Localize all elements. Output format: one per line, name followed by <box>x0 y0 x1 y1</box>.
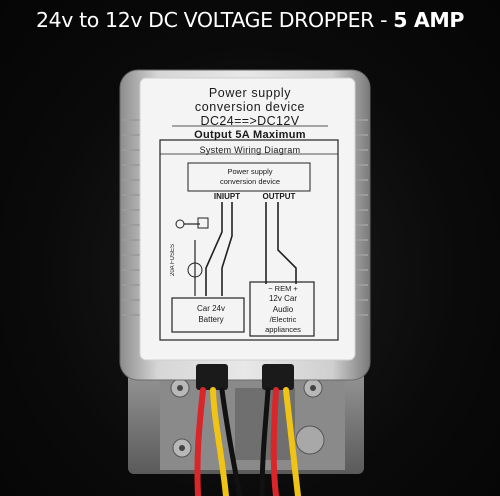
device-base <box>128 362 364 474</box>
label-line-2: conversion device <box>194 100 306 114</box>
label-line-1: Power supply <box>208 86 292 100</box>
wire-glands <box>196 364 294 390</box>
battery-line-2: Battery <box>198 315 224 324</box>
device-label <box>139 77 356 361</box>
load-icon <box>249 281 315 337</box>
load-line-2: Audio <box>272 305 294 314</box>
battery-line-1: Car 24v <box>196 304 225 313</box>
inner-line-1: Power supply <box>227 167 273 176</box>
input-label: INIUPT <box>213 192 241 201</box>
inner-line-2: conversion device <box>219 177 281 186</box>
rem-label: − REM + <box>268 284 298 293</box>
headline-bold: 5 AMP <box>393 8 464 32</box>
load-line-3: /Electric <box>269 315 297 324</box>
load-line-4: appliances <box>265 325 301 334</box>
wires <box>194 387 301 496</box>
fuses-label: 20A FUSES <box>170 244 176 277</box>
battery-icon <box>171 297 245 333</box>
label-line-3: DC24==>DC12V <box>200 114 300 128</box>
adjust-dial-icon <box>295 425 325 455</box>
diagram-title: System Wiring Diagram <box>199 145 301 155</box>
headline-main: 24v to 12v DC VOLTAGE DROPPER - <box>36 8 394 32</box>
output-label: OUTPUT <box>262 192 296 201</box>
headline: 24v to 12v DC VOLTAGE DROPPER - 5 AMP <box>0 8 500 32</box>
label-line-4: Output 5A Maximum <box>194 129 306 141</box>
load-line-1: 12v Car <box>268 294 297 303</box>
